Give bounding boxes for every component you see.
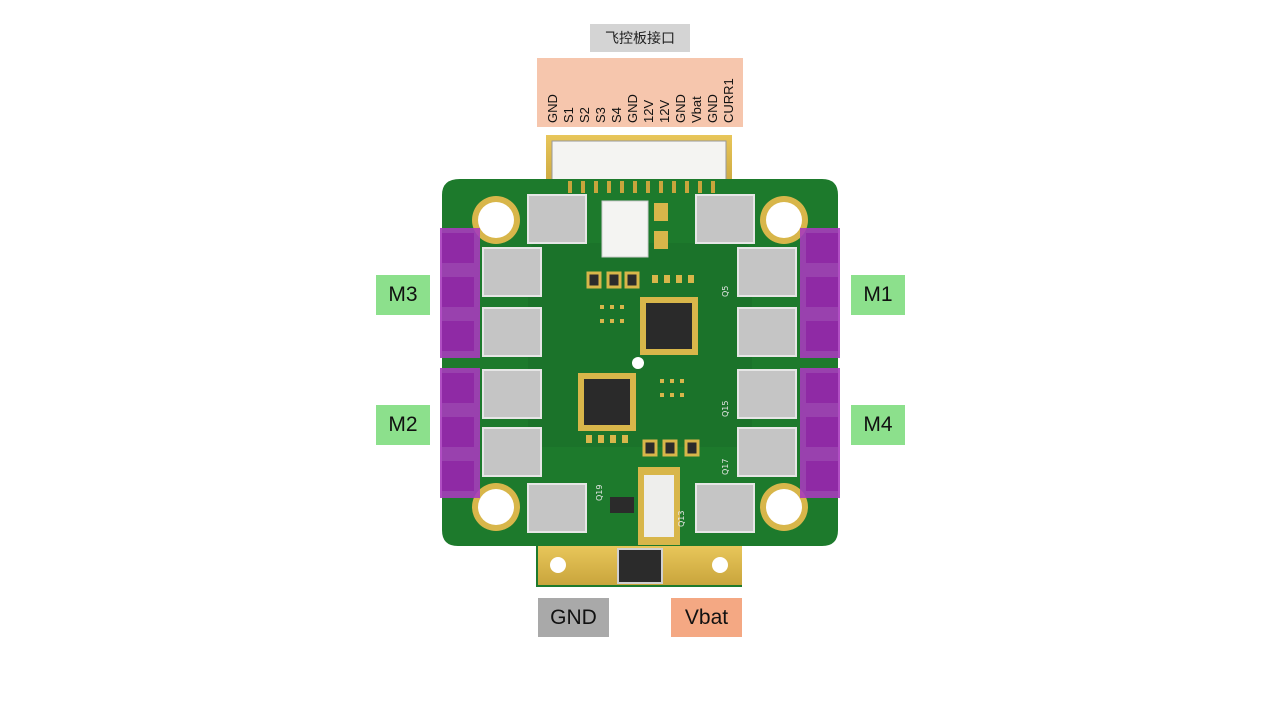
pin-label-2: S1: [561, 107, 576, 123]
silk-q19: Q19: [595, 485, 604, 501]
pin-label-9: GND: [673, 94, 688, 123]
connector-title: 飞控板接口: [590, 24, 690, 52]
silk-q17: Q17: [721, 459, 730, 475]
power-pads: [538, 546, 742, 585]
pin-label-3: S2: [577, 107, 592, 123]
mounting-holes: [472, 196, 808, 531]
mosfets: [482, 194, 797, 533]
pin-label-11: GND: [705, 94, 720, 123]
pin-label-6: GND: [625, 94, 640, 123]
silk-q5: Q5: [721, 286, 730, 297]
pin-label-4: S3: [593, 107, 608, 123]
pin-label-1: GND: [545, 94, 560, 123]
power-label-gnd: GND: [538, 598, 609, 637]
motor-label-m3: M3: [376, 275, 430, 315]
pin-label-5: S4: [609, 107, 624, 123]
esc-board: Q5 Q15 Q17 Q13 Q19: [440, 135, 840, 587]
motor-label-m2: M2: [376, 405, 430, 445]
power-label-vbat: Vbat: [671, 598, 742, 637]
pin-label-10: Vbat: [689, 96, 704, 123]
pin-label-8: 12V: [657, 99, 672, 123]
motor-pads-right: [800, 228, 840, 498]
motor-label-m1: M1: [851, 275, 905, 315]
silk-q13: Q13: [677, 511, 686, 527]
connector-pin-list: GND S1 S2 S3 S4 GND 12V 12V GND Vbat GND…: [537, 58, 743, 127]
silk-q15: Q15: [721, 401, 730, 417]
mcu-chips: [578, 297, 698, 431]
motor-pads-left: [440, 228, 480, 498]
pin-label-7: 12V: [641, 99, 656, 123]
pin-label-12: CURR1: [721, 78, 736, 123]
motor-label-m4: M4: [851, 405, 905, 445]
